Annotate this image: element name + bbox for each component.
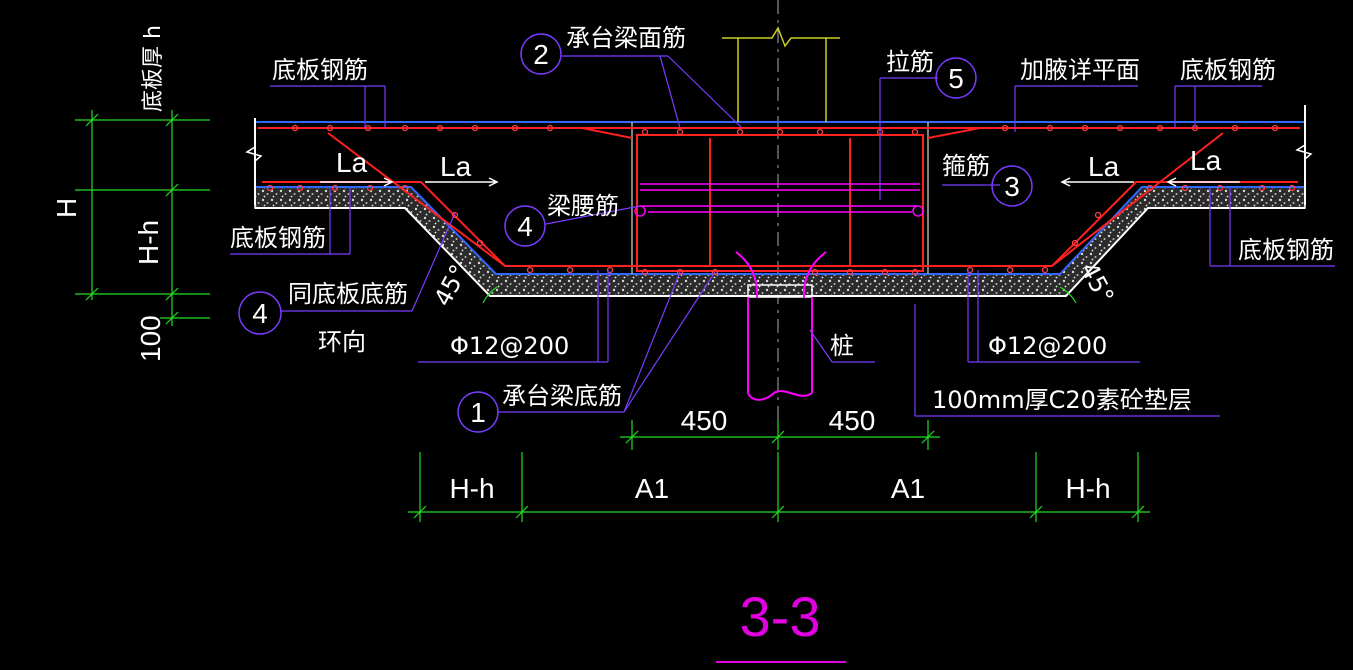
label-bottom-slab-rebar-top-right: 底板钢筋 bbox=[1180, 56, 1276, 84]
label-bottom-slab-rebar-left: 底板钢筋 bbox=[230, 224, 326, 252]
slab-outline bbox=[254, 105, 1306, 297]
marker-4-waist: 4 bbox=[517, 211, 533, 242]
dim-Hh-right: H-h bbox=[1065, 473, 1110, 504]
marker-circle-2 bbox=[520, 33, 562, 75]
label-bottom-slab-rebar-top-left: 底板钢筋 bbox=[272, 56, 368, 84]
label-bottom-slab-rebar-right: 底板钢筋 bbox=[1238, 236, 1334, 264]
marker-circle-4-waist bbox=[504, 205, 546, 247]
label-la-2: La bbox=[440, 151, 472, 182]
label-haunch-detail: 加腋详平面 bbox=[1020, 56, 1140, 84]
callout-circles bbox=[238, 33, 1033, 433]
label-ring-direction: 环向 bbox=[318, 328, 366, 356]
dim-450-left: 450 bbox=[681, 405, 728, 436]
marker-5: 5 bbox=[948, 63, 964, 94]
label-la-4: La bbox=[1190, 145, 1222, 176]
dimension-lines bbox=[75, 110, 1150, 522]
dim-left-H: H bbox=[51, 198, 82, 218]
label-waist-bar: 梁腰筋 bbox=[547, 192, 619, 220]
cushion-layer bbox=[254, 186, 1306, 297]
label-cushion: 100mm厚C20素砼垫层 bbox=[932, 386, 1192, 414]
dim-A1-left: A1 bbox=[635, 473, 669, 504]
label-cap-beam-top-rebar: 承台梁面筋 bbox=[566, 24, 686, 52]
dim-left-Hh: H-h bbox=[133, 220, 164, 265]
pile bbox=[735, 251, 827, 401]
label-rebar-spec-left: Φ12@200 bbox=[450, 332, 569, 360]
marker-4-slab: 4 bbox=[252, 298, 268, 329]
label-la-1: La bbox=[336, 147, 368, 178]
label-same-as-slab-bottom: 同底板底筋 bbox=[288, 280, 408, 308]
label-pile: 桩 bbox=[830, 332, 854, 360]
dim-left-100: 100 bbox=[135, 315, 166, 362]
marker-circle-3 bbox=[991, 165, 1033, 207]
marker-circle-4-slab bbox=[238, 291, 282, 335]
label-la-3: La bbox=[1088, 151, 1120, 182]
rebar-dots bbox=[266, 124, 1296, 276]
cap-beam-outline bbox=[631, 122, 929, 274]
marker-circle-5 bbox=[935, 57, 977, 99]
label-slab-thickness: 底板厚 h bbox=[141, 25, 166, 112]
dim-A1-right: A1 bbox=[891, 473, 925, 504]
marker-2: 2 bbox=[533, 39, 549, 70]
marker-circle-1 bbox=[457, 391, 499, 433]
label-rebar-spec-right: Φ12@200 bbox=[988, 332, 1107, 360]
break-line-left bbox=[245, 146, 263, 162]
label-stirrup: 箍筋 bbox=[942, 152, 990, 180]
label-cap-beam-bottom-rebar: 承台梁底筋 bbox=[502, 382, 622, 410]
break-line-right bbox=[1295, 144, 1313, 160]
leader-lines bbox=[230, 55, 1335, 417]
dim-Hh-left: H-h bbox=[449, 473, 494, 504]
rebars bbox=[258, 127, 1300, 272]
dim-450-right: 450 bbox=[829, 405, 876, 436]
marker-3: 3 bbox=[1004, 171, 1020, 202]
section-title: 3-3 bbox=[740, 585, 821, 648]
column bbox=[722, 26, 840, 122]
la-arrows bbox=[320, 177, 1240, 187]
waist-bars bbox=[634, 183, 924, 217]
label-tie-bar: 拉筋 bbox=[886, 48, 934, 76]
marker-1: 1 bbox=[470, 397, 486, 428]
